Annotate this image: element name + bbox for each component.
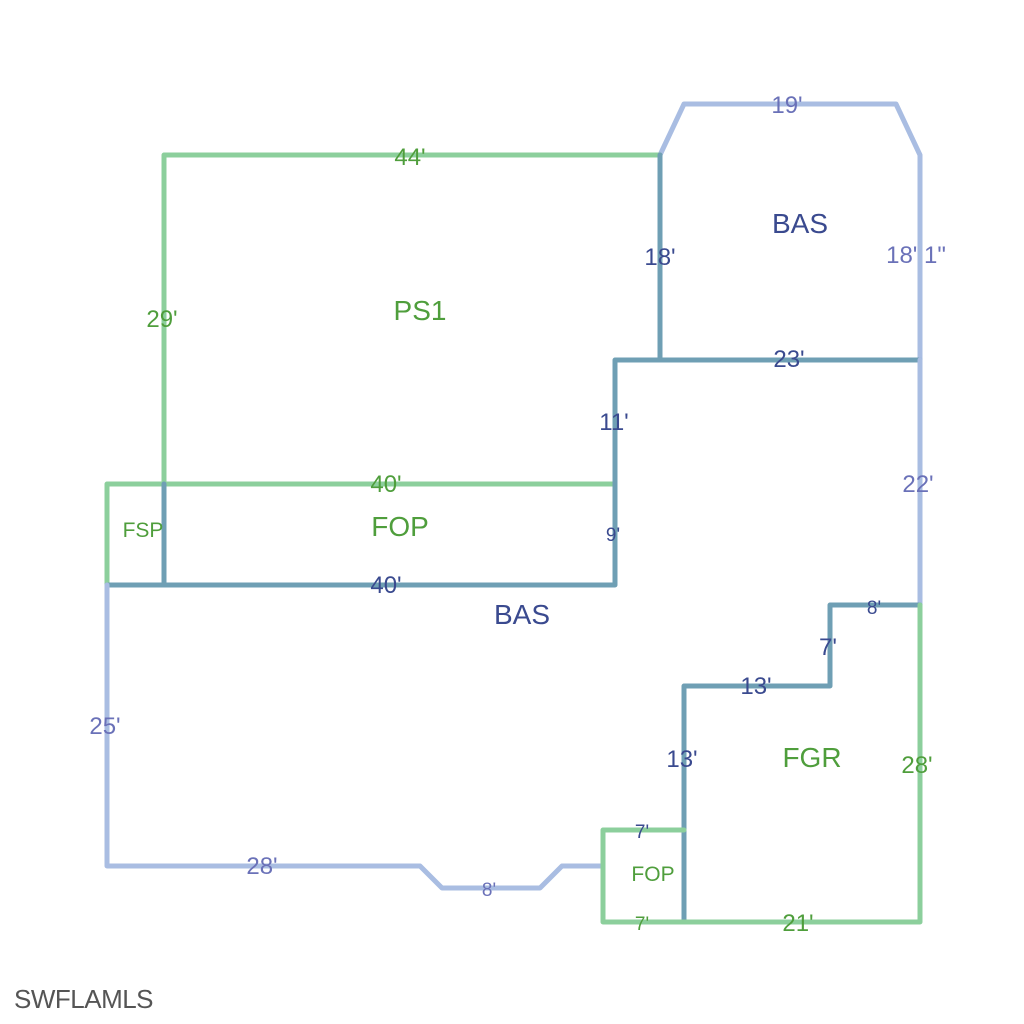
dim-bottom-28: 28' [246,853,277,880]
room-label-fop-small: FOP [631,863,674,886]
room-label-fgr: FGR [782,742,841,773]
room-label-bas-main: BAS [494,599,550,630]
dim-bas-top-bottom: 23' [773,346,804,373]
dim-fgr-step-13h: 13' [740,673,771,700]
dim-fop-top: 40' [370,471,401,498]
bas-top-outline [657,101,923,363]
dim-ps1-top: 44' [394,144,425,171]
dim-bas-top-top: 19' [771,92,802,119]
dim-fop-small-top: 7' [635,822,649,843]
dim-step-11: 11' [599,409,629,436]
dim-fgr-right-28: 28' [901,752,932,779]
fsp-outline [104,481,167,588]
fgr-steps [681,602,923,925]
dim-fop-right: 9' [606,525,620,546]
swflamls-watermark: SWFLAMLS [14,984,154,1014]
dim-bas-top-right: 18' 1" [886,242,946,269]
room-label-bas-top: BAS [772,208,828,239]
room-label-fop-mid: FOP [371,511,429,542]
dim-bottom-8: 8' [482,880,496,901]
dim-fgr-top-8: 8' [867,598,881,619]
dim-ps1-left: 29' [146,306,177,333]
dim-fgr-bottom-21: 21' [782,910,813,937]
fop-small-outline [600,827,687,925]
dim-right-22: 22' [902,471,933,498]
dim-left-25: 25' [89,713,120,740]
dim-bas-top-left: 18' [644,244,675,271]
room-label-ps1: PS1 [394,295,447,326]
dim-fgr-step-7: 7' [819,634,837,661]
dim-fgr-left-13: 13' [666,746,697,773]
bas-main-upper-step [104,357,923,588]
fgr-outer-wall [681,602,923,925]
dim-fop-bottom: 40' [370,572,401,599]
room-label-fsp: FSP [123,519,164,542]
bas-main-outer-wall [104,582,606,891]
dim-fop-small-bottom: 7' [635,914,649,935]
ps1-outline [161,152,663,487]
